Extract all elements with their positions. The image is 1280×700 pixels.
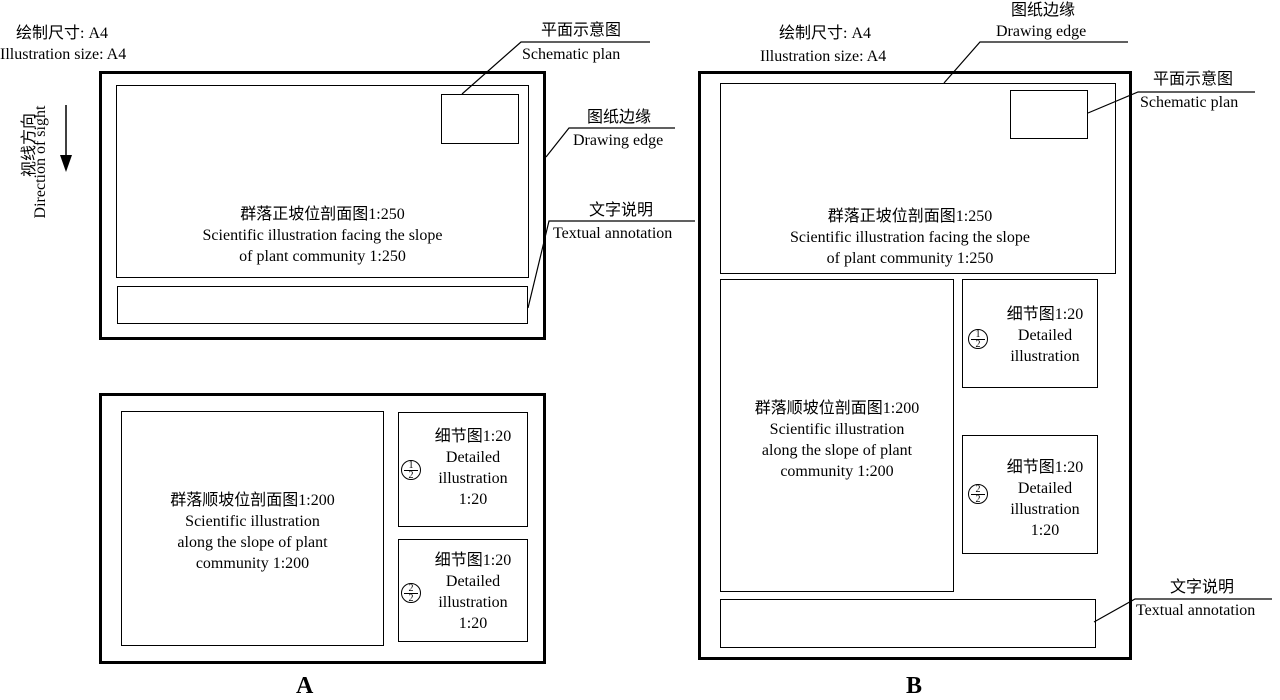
b-sym2-top: 2 xyxy=(975,484,981,495)
b-sym2-bot: 2 xyxy=(975,494,981,505)
b-size-en: Illustration size: A4 xyxy=(760,48,887,65)
a-size-zh: 绘制尺寸: A4 xyxy=(16,25,109,42)
panel-label-b: B xyxy=(906,673,923,699)
a-detail1-zh: 细节图1:20 xyxy=(434,428,512,445)
b-facing-en1: Scientific illustration facing the slope xyxy=(790,228,1030,246)
b-facing-en2: of plant community 1:250 xyxy=(826,249,994,267)
a-edge-leader xyxy=(545,127,675,158)
b-detail-label-2: 细节图1:20 Detailed illustration 1:20 xyxy=(990,456,1100,542)
a-edge-zh: 图纸边缘 xyxy=(587,109,652,126)
a-text-zh: 文字说明 xyxy=(589,202,654,219)
b-text-en: Textual annotation xyxy=(1136,602,1256,619)
a-detail-label-1: 细节图1:20 Detailed illustration 1:20 xyxy=(418,425,528,511)
b-sym1-bot: 2 xyxy=(975,339,981,350)
a-along-en3: community 1:200 xyxy=(195,555,310,572)
a-detail1-en1: Detailed xyxy=(445,449,501,466)
b-detail2-en1: Detailed xyxy=(1017,480,1073,497)
a-plan-leader xyxy=(461,41,650,95)
b-edge-en: Drawing edge xyxy=(996,23,1087,40)
a-edge-en: Drawing edge xyxy=(573,132,664,149)
b-detail1-zh: 细节图1:20 xyxy=(1006,305,1084,323)
b-facing-box xyxy=(720,83,1116,274)
b-sym1-top: 1 xyxy=(975,329,981,340)
b-facing-label: 群落正坡位剖面图1:250 Scientific illustration fa… xyxy=(720,205,1100,269)
a-detail2-en3: 1:20 xyxy=(458,615,488,632)
a-plan-en: Schematic plan xyxy=(522,46,621,63)
b-plan-en: Schematic plan xyxy=(1140,94,1239,111)
b-plan-leader xyxy=(1087,91,1255,114)
a-detail-box-1 xyxy=(398,412,528,527)
b-edge-leader xyxy=(943,41,1128,84)
sight-arrow-head xyxy=(60,155,72,172)
a-detail1-en2: illustration xyxy=(438,470,508,487)
b-detail1-en1: Detailed xyxy=(1017,326,1073,344)
a-sym2-bot: 2 xyxy=(408,593,414,604)
b-along-box xyxy=(720,279,954,592)
a-drawing-frame-bottom xyxy=(99,393,546,664)
a-facing-en1: Scientific illustration facing the slope xyxy=(202,226,443,244)
a-along-box xyxy=(121,411,384,646)
a-plan-box xyxy=(441,94,519,144)
b-text-box xyxy=(720,599,1096,648)
a-plan-zh: 平面示意图 xyxy=(541,22,622,39)
a-facing-box xyxy=(116,85,529,278)
a-detail2-en2: illustration xyxy=(438,594,508,611)
b-detail-box-1 xyxy=(962,279,1098,388)
b-plan-zh: 平面示意图 xyxy=(1153,71,1234,88)
a-text-box xyxy=(117,286,528,324)
b-text-leader xyxy=(1093,598,1272,623)
a-detail-symbol-1: 1 2 xyxy=(401,460,421,481)
b-detail-label-1: 细节图1:20 Detailed illustration xyxy=(990,303,1100,367)
b-size-zh: 绘制尺寸: A4 xyxy=(779,25,872,42)
a-detail2-en1: Detailed xyxy=(445,573,501,590)
a-detail-symbol-2: 2 2 xyxy=(401,583,421,604)
b-detail-symbol-1: 1 2 xyxy=(968,329,988,350)
a-along-label: 群落顺坡位剖面图1:200 Scientific illustration al… xyxy=(121,489,384,575)
b-along-en2: along the slope of plant xyxy=(761,442,913,459)
b-detail2-zh: 细节图1:20 xyxy=(1006,459,1084,476)
b-detail-box-2 xyxy=(962,435,1098,554)
b-drawing-frame xyxy=(698,71,1132,660)
a-along-zh: 群落顺坡位剖面图1:200 xyxy=(170,492,335,509)
b-along-zh: 群落顺坡位剖面图1:200 xyxy=(754,400,920,417)
a-facing-en2: of plant community 1:250 xyxy=(239,247,406,265)
b-facing-zh: 群落正坡位剖面图1:250 xyxy=(827,207,993,225)
a-sym2-top: 2 xyxy=(408,583,414,594)
b-detail-symbol-2: 2 2 xyxy=(968,484,988,505)
b-along-en3: community 1:200 xyxy=(780,463,894,480)
b-detail2-en3: 1:20 xyxy=(1030,522,1060,539)
b-detail1-en2: illustration xyxy=(1010,347,1080,365)
b-detail2-en2: illustration xyxy=(1010,501,1080,518)
a-facing-zh: 群落正坡位剖面图1:250 xyxy=(240,205,405,223)
a-size-en: Illustration size: A4 xyxy=(0,46,127,63)
a-detail2-zh: 细节图1:20 xyxy=(434,552,512,569)
b-edge-zh: 图纸边缘 xyxy=(1011,2,1076,19)
a-facing-label: 群落正坡位剖面图1:250 Scientific illustration fa… xyxy=(116,203,529,267)
a-sym1-bot: 2 xyxy=(408,470,414,481)
panel-label-a: A xyxy=(296,673,314,699)
a-text-en: Textual annotation xyxy=(553,225,673,242)
a-along-en2: along the slope of plant xyxy=(177,534,328,551)
b-along-label: 群落顺坡位剖面图1:200 Scientific illustration al… xyxy=(720,397,954,483)
a-along-en1: Scientific illustration xyxy=(185,513,320,530)
sight-en: Direction of sight xyxy=(32,105,49,219)
a-detail-label-2: 细节图1:20 Detailed illustration 1:20 xyxy=(418,549,528,635)
b-text-zh: 文字说明 xyxy=(1170,579,1235,596)
a-text-leader xyxy=(527,220,695,309)
a-detail-box-2 xyxy=(398,539,528,642)
b-along-en1: Scientific illustration xyxy=(769,421,905,438)
a-detail1-en3: 1:20 xyxy=(458,491,488,508)
b-plan-box xyxy=(1010,90,1088,139)
a-drawing-frame-top xyxy=(99,71,546,340)
a-sym1-top: 1 xyxy=(408,460,414,471)
